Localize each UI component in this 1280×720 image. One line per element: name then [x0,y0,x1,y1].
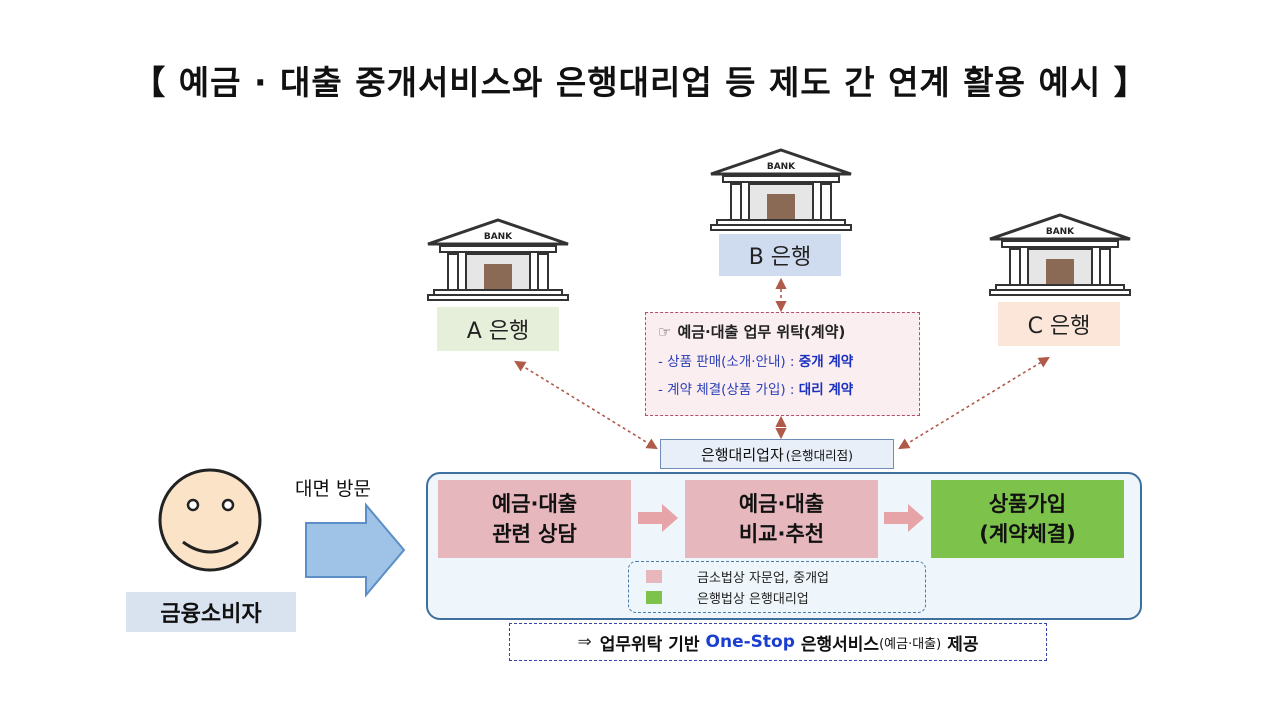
contract-line-1-bold: 중개 계약 [798,354,854,370]
step-consult-line2: 관련 상담 [492,522,577,546]
bank-agent-main: 은행대리업자 [700,445,784,464]
visit-arrow-icon [305,502,406,598]
legend-pink-swatch [646,570,662,583]
visit-label: 대면 방문 [295,478,371,500]
step-consult-line1: 예금·대출 [491,491,578,516]
contract-line-2-bold: 대리 계약 [798,382,854,398]
onestop-part4: (예금·대출) [879,636,942,652]
contract-line-2: - 계약 체결(상품 가입) : 대리 계약 [658,378,909,398]
arrow-agent-to-bank-c [898,356,1050,450]
bank-a-icon: BANK [427,218,569,301]
bank-agent-label: 은행대리업자(은행대리점) [660,439,894,469]
bank-agent-sub: (은행대리점) [785,447,854,463]
onestop-part1: 업무위탁 기반 [599,634,700,655]
step-compare-line1: 예금·대출 [738,491,825,516]
bank-b-label: B 은행 [719,234,841,276]
bank-a-label: A 은행 [437,307,559,351]
step-compare-line2: 비교·추천 [738,522,825,546]
svg-text:BANK: BANK [484,232,513,242]
svg-text:BANK: BANK [1046,227,1075,237]
implies-arrow-icon: ⇒ [577,632,592,652]
pointing-hand-icon: ☞ [658,323,672,341]
contract-box: ☞예금·대출 업무 위탁(계약) - 상품 판매(소개·안내) : 중개 계약 … [645,312,920,416]
arrow-agent-to-bank-a [514,360,658,450]
smiley-face-icon [158,468,262,572]
bank-b-icon: BANK [710,148,852,231]
step-arrow-1-icon [638,504,678,532]
onestop-part5: 제공 [947,634,979,655]
step-join-line2: (계약체결) [979,522,1076,546]
step-join: 상품가입 (계약체결) [931,480,1124,558]
legend-green-label: 은행법상 은행대리업 [697,592,809,607]
onestop-summary: ⇒ 업무위탁 기반 One-Stop 은행서비스 (예금·대출) 제공 [509,623,1047,661]
bank-c-icon: BANK [989,213,1131,296]
contract-line-1: - 상품 판매(소개·안내) : 중개 계약 [658,350,909,370]
page-title: 【 예금 · 대출 중개서비스와 은행대리업 등 제도 간 연계 활용 예시 】 [132,63,1148,102]
step-join-line1: 상품가입 [988,491,1067,516]
contract-title: ☞ 예금·대출 업무 위탁(계약) [658,321,909,342]
contract-line-2-text: - 계약 체결(상품 가입) : [658,382,799,398]
consumer-label: 금융소비자 [126,592,296,632]
legend-green-swatch [646,591,662,604]
svg-text:BANK: BANK [767,162,796,172]
contract-line-1-text: - 상품 판매(소개·안내) : [658,354,799,370]
onestop-part2: One-Stop [705,632,795,652]
legend-pink-label: 금소법상 자문업, 중개업 [697,571,829,586]
legend-box [628,561,926,613]
onestop-part3: 은행서비스 [800,634,880,655]
contract-title-text: 예금·대출 업무 위탁(계약) [677,323,846,341]
step-arrow-2-icon [884,504,924,532]
bank-c-label: C 은행 [998,302,1120,346]
